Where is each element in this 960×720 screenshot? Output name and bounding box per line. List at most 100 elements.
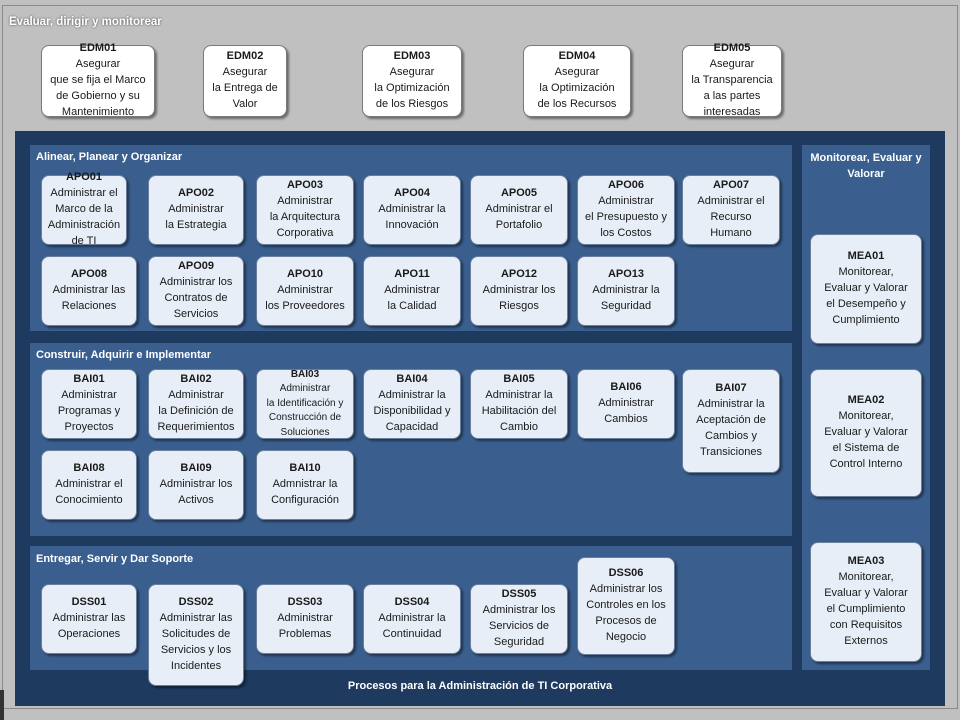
dss-lane-title: Entregar, Servir y Dar Soporte [36,553,194,565]
process-description-line: Administrar los [159,478,233,491]
footer-title: Procesos para la Administración de TI Co… [347,680,613,692]
process-code: EDM01 [79,42,117,55]
mea-lane-title: Monitorear, Evaluar y Valorar [810,152,922,180]
process-description-line: los Proveedores [265,299,345,312]
process-description-line: Seguridad [600,299,652,312]
bai-lane-title: Construir, Adquirir e Implementar [36,349,212,361]
process-code: BAI06 [610,381,642,394]
process-description-line: la Calidad [387,299,437,312]
process-code: APO02 [177,187,215,200]
process-code: BAI02 [180,373,212,386]
process-description-line: Controles en los [586,599,666,612]
process-description-line: Administrar las [52,284,126,297]
process-code: DSS04 [394,596,430,609]
process-description-line: Programas y [57,405,121,417]
process-description-line: Operaciones [57,627,121,640]
process-code: APO10 [286,268,324,281]
process-description-line: Corporativa [276,226,334,239]
process-code: EDM03 [393,50,431,63]
process-description-line: Construcción de [268,412,342,424]
process-description-line: el Sistema de [832,441,900,454]
process-description-line: Administrar los [482,284,556,297]
edm-domain-title: Evaluar, dirigir y monitorear [9,16,162,28]
process-description-line: Humano [710,226,752,239]
process-description-line: Cambios y [705,429,757,442]
process-description-line: Capacidad [385,420,439,433]
process-code: APO06 [607,179,645,192]
process-code: APO07 [712,179,750,192]
process-description-line: Administrar [277,284,333,297]
process-description-line: la Entrega de [212,82,278,94]
process-description-line: Innovación [385,218,439,231]
process-description-line: Cumplimiento [832,313,900,326]
process-description-line: Administrar [277,612,333,625]
process-description-line: Evaluar y Valorar [824,587,908,600]
process-code: APO08 [70,268,108,281]
process-description-line: Administrar el [697,195,765,208]
process-code: APO01 [65,171,103,184]
process-code: DSS06 [608,567,644,580]
process-description-line: Servicios de [489,620,549,632]
process-code: DSS05 [501,588,537,601]
process-code: APO04 [393,187,431,200]
process-description-line: Control Interno [829,457,903,470]
process-description-line: Administrar la [378,612,446,625]
process-description-line: Recurso [710,211,752,223]
process-description-line: la Transparencia [691,74,773,87]
process-description-line: la Definición de [158,405,234,417]
process-description-line: Administrar [277,195,333,208]
process-description-line: de los Recursos [537,97,617,110]
process-description-line: de Gobierno y su [56,89,140,102]
process-description-line: Conocimiento [55,493,123,506]
process-description-line: Riesgos [499,299,539,312]
process-description-line: el Desempeño y [826,297,906,310]
process-description-line: la Arquitectura [269,211,341,223]
process-code: APO05 [500,187,538,200]
process-code: BAI03 [290,368,320,380]
process-description-line: Portafolio [495,218,543,231]
process-description-line: Monitorear, [838,266,894,279]
process-code: BAI08 [73,462,105,475]
process-description-line: la Optimización [374,82,450,94]
process-code: MEA03 [847,555,885,568]
process-code: BAI09 [180,462,212,475]
process-description-line: Disponibilidad y [373,405,451,417]
process-description-line: Evaluar y Valorar [824,426,908,439]
process-description-line: la Optimización [539,82,615,94]
process-description-line: Administrar el [55,478,123,491]
process-description-line: Administrar [61,389,117,402]
process-description-line: Administrar la [592,284,660,297]
process-description-line: Administrar el [50,187,118,200]
process-code: APO03 [286,179,324,192]
process-code: APO09 [177,260,215,273]
process-description-line: Solicitudes de [161,628,231,641]
process-description-line: Relaciones [61,299,117,312]
process-code: MEA02 [847,394,885,407]
process-description-line: Proyectos [64,420,114,433]
process-description-line: Procesos de [595,614,657,627]
process-description-line: Administrar [168,203,224,216]
process-code: APO13 [607,268,645,281]
process-code: DSS03 [287,596,323,609]
process-code: BAI10 [289,462,321,475]
process-description-line: Monitorear, [838,410,894,423]
process-description-line: Administrar [598,397,654,410]
process-description-line: Evaluar y Valorar [824,282,908,295]
